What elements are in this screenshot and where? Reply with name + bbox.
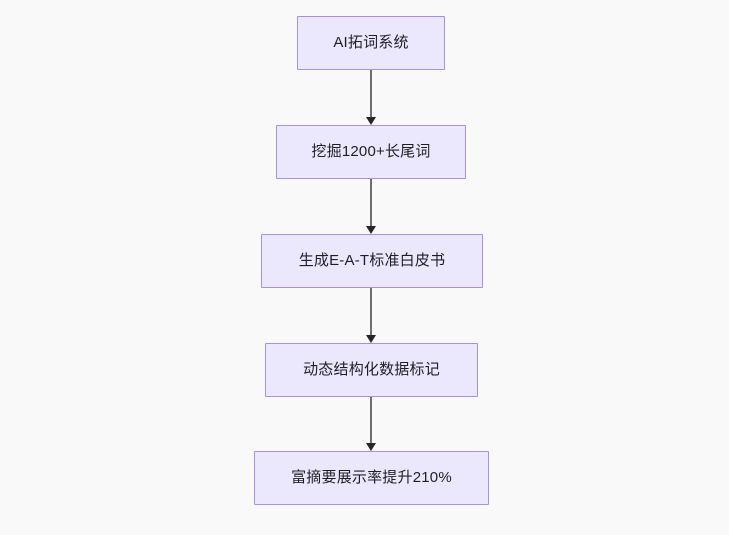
flow-node-label: 富摘要展示率提升210%: [291, 469, 452, 486]
flow-node-label: AI拓词系统: [333, 34, 409, 51]
flow-edge-2-arrowhead: [366, 226, 376, 234]
flow-node-ai-keyword-system[interactable]: AI拓词系统: [297, 16, 445, 70]
flow-node-label: 挖掘1200+长尾词: [311, 143, 431, 160]
flow-edge-3-stem: [370, 288, 372, 335]
flow-edge-1-stem: [370, 70, 372, 117]
flow-node-rich-snippet-impression-uplift[interactable]: 富摘要展示率提升210%: [254, 451, 489, 505]
flow-edge-4-arrowhead: [366, 443, 376, 451]
flow-edge-2-stem: [370, 179, 372, 226]
flow-edge-3-arrowhead: [366, 335, 376, 343]
flow-node-mine-longtail-keywords[interactable]: 挖掘1200+长尾词: [276, 125, 466, 179]
flow-node-generate-eat-whitepaper[interactable]: 生成E-A-T标准白皮书: [261, 234, 483, 288]
flow-edge-1-arrowhead: [366, 117, 376, 125]
flow-edge-4-stem: [370, 397, 372, 443]
flow-node-label: 动态结构化数据标记: [303, 361, 440, 378]
flow-node-dynamic-structured-data-markup[interactable]: 动态结构化数据标记: [265, 343, 478, 397]
flow-node-label: 生成E-A-T标准白皮书: [298, 252, 446, 269]
